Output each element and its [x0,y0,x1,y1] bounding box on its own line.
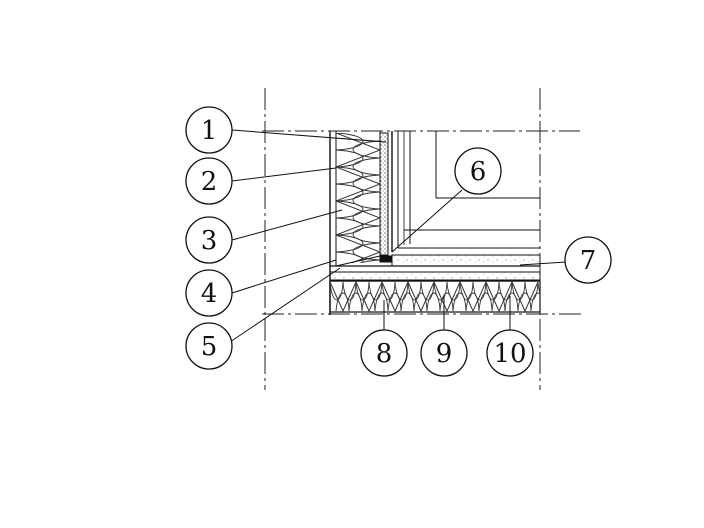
leader-2 [231,167,337,182]
leader-6 [391,189,463,253]
callout-7-label: 7 [580,246,597,276]
edge-profile [379,255,393,263]
leader-4 [231,259,337,294]
callout-1: 1 [185,106,233,154]
leader-3 [231,209,343,241]
leader-5 [229,267,341,343]
callout-7: 7 [564,236,612,284]
callout-5-label: 5 [201,332,218,362]
wall-insulation-hatch [336,133,380,263]
leader-lines [229,129,567,343]
callout-1-label: 1 [201,116,218,146]
floor-section [329,254,541,313]
axis-lines [262,88,582,390]
callout-3-label: 3 [201,226,218,256]
callout-8-label: 8 [376,339,393,369]
callout-9-label: 9 [436,339,453,369]
callout-3: 3 [185,216,233,264]
floor-insulation-hatch [330,281,540,312]
render-layer [379,132,389,256]
callout-9: 9 [420,329,468,377]
callout-10: 10 [486,329,534,377]
wall-section [329,131,405,315]
callout-4-label: 4 [201,279,218,309]
callout-5: 5 [185,322,233,370]
callout-6: 6 [454,147,502,195]
screed-layer [391,254,541,267]
callout-4: 4 [185,269,233,317]
callouts: 1 2 3 4 5 6 7 8 [185,106,612,377]
callout-2-label: 2 [201,167,218,197]
leader-1 [231,129,387,143]
callout-2: 2 [185,157,233,205]
callout-8: 8 [360,329,408,377]
callout-6-label: 6 [470,157,487,187]
slab-layer [329,271,541,281]
callout-10-label: 10 [493,339,526,369]
leader-7 [519,261,567,266]
